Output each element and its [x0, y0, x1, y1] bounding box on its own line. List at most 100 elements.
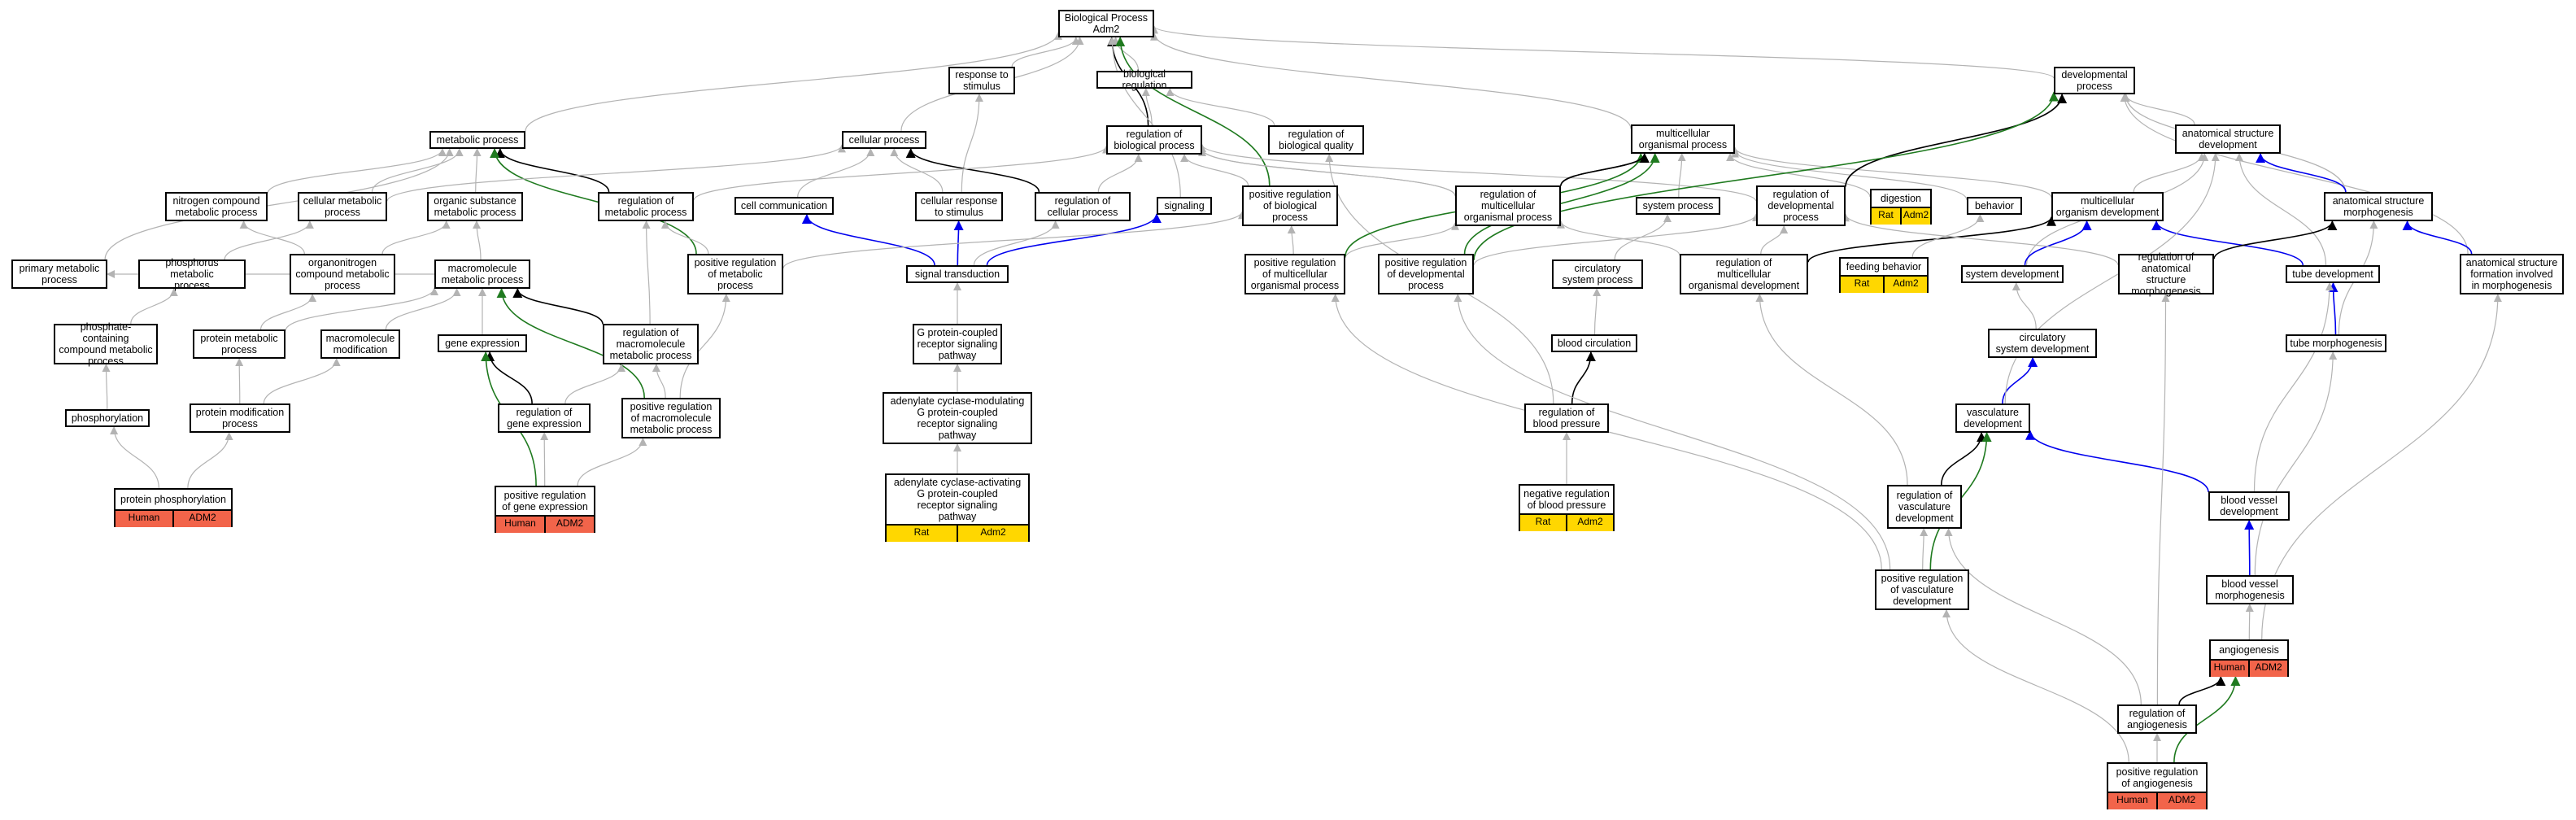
node-regulation-of-cellular-process[interactable]: regulation of cellular process [1035, 192, 1131, 221]
node-label: regulation of anatomical structure morph… [2131, 251, 2201, 297]
node-anatomical-structure-morphogenesis[interactable]: anatomical structure morphogenesis [2324, 192, 2433, 221]
node-positive-regulation-of-metabolic-process[interactable]: positive regulation of metabolic process [687, 254, 783, 294]
node-regulation-of-vasculature-development[interactable]: regulation of vasculature development [1887, 485, 1962, 529]
node-label: vasculature development [1964, 407, 2022, 430]
node-circulatory-system-process[interactable]: circulatory system process [1552, 260, 1643, 289]
edge-part-of [2256, 153, 2347, 193]
node-biological-regulation[interactable]: biological regulation [1096, 68, 1192, 91]
node-signal-transduction[interactable]: signal transduction [906, 265, 1009, 283]
node-label: regulation of cellular process [1047, 195, 1118, 218]
node-regulation-of-biological-process[interactable]: regulation of biological process [1106, 125, 1202, 155]
node-cellular-metabolic-process[interactable]: cellular metabolic process [298, 192, 387, 221]
node-label: circulatory system development [1995, 332, 2090, 355]
node-blood-vessel-development[interactable]: blood vessel development [2208, 491, 2290, 521]
node-cellular-process[interactable]: cellular process [842, 131, 926, 149]
node-tube-morphogenesis[interactable]: tube morphogenesis [2286, 334, 2386, 352]
node-label: negative regulation of blood pressure [1523, 488, 1610, 511]
node-label: phosphate-containing compound metabolic … [59, 321, 153, 367]
node-adenylate-cyclase-activating-gpcr-pathway[interactable]: adenylate cyclase-activating G protein-c… [885, 473, 1030, 542]
node-blood-vessel-morphogenesis[interactable]: blood vessel morphogenesis [2206, 575, 2294, 604]
node-regulation-of-blood-pressure[interactable]: regulation of blood pressure [1524, 403, 1609, 433]
node-vasculature-development[interactable]: vasculature development [1955, 403, 2030, 433]
node-g-protein-coupled-receptor-signaling-pathway[interactable]: G protein-coupled receptor signaling pat… [913, 324, 1002, 364]
node-positive-regulation-of-biological-process[interactable]: positive regulation of biological proces… [1242, 185, 1338, 226]
node-circulatory-system-development[interactable]: circulatory system development [1988, 329, 2097, 358]
node-protein-metabolic-process[interactable]: protein metabolic process [193, 329, 285, 359]
node-biological-process-root[interactable]: Biological Process Adm2 [1058, 10, 1154, 37]
node-label: regulation of biological quality [1279, 129, 1353, 151]
node-label: cellular response to stimulus [920, 195, 998, 218]
node-system-process[interactable]: system process [1636, 197, 1720, 215]
node-phosphorus-metabolic-process[interactable]: phosphorus metabolic process [138, 257, 246, 291]
edge-is-a [1760, 225, 1789, 255]
node-multicellular-organismal-process[interactable]: multicellular organismal process [1631, 124, 1735, 154]
node-organic-substance-metabolic-process[interactable]: organic substance metabolic process [427, 192, 523, 221]
node-anatomical-structure-formation-involved-in-morphogenesis[interactable]: anatomical structure formation involved … [2460, 254, 2564, 294]
node-cell-communication[interactable]: cell communication [734, 197, 834, 215]
node-behavior[interactable]: behavior [1967, 197, 2022, 215]
node-macromolecule-modification[interactable]: macromolecule modification [320, 329, 400, 359]
node-regulation-of-gene-expression[interactable]: regulation of gene expression [498, 403, 591, 433]
edge-part-of [2024, 220, 2092, 266]
node-positive-regulation-of-multicellular-organismal-process[interactable]: positive regulation of multicellular org… [1244, 254, 1345, 294]
node-adenylate-cyclase-modulating-gpcr-pathway[interactable]: adenylate cyclase-modulating G protein-c… [883, 392, 1032, 444]
node-regulation-of-multicellular-organismal-process[interactable]: regulation of multicellular organismal p… [1455, 185, 1561, 226]
node-regulation-of-multicellular-organismal-development[interactable]: regulation of multicellular organismal d… [1680, 254, 1808, 294]
node-blood-circulation[interactable]: blood circulation [1551, 334, 1637, 352]
node-organonitrogen-compound-metabolic-process[interactable]: organonitrogen compound metabolic proces… [290, 254, 395, 294]
node-positive-regulation-of-vasculature-development[interactable]: positive regulation of vasculature devel… [1875, 569, 1969, 610]
node-label: macromolecule modification [325, 333, 395, 355]
node-developmental-process[interactable]: developmental process [2054, 67, 2135, 94]
node-phosphate-containing-compound-metabolic-process[interactable]: phosphate-containing compound metabolic … [54, 321, 158, 367]
node-macromolecule-metabolic-process[interactable]: macromolecule metabolic process [434, 260, 530, 289]
node-system-development[interactable]: system development [1961, 265, 2064, 283]
node-positive-regulation-of-macromolecule-metabolic-process[interactable]: positive regulation of macromolecule met… [621, 398, 721, 438]
edge-is-a [263, 358, 341, 404]
node-signaling[interactable]: signaling [1157, 197, 1212, 215]
edge-is-a [2245, 604, 2254, 640]
node-regulation-of-developmental-process[interactable]: regulation of developmental process [1756, 185, 1846, 226]
node-phosphorylation[interactable]: phosphorylation [65, 409, 150, 427]
annotation-species: Human [116, 511, 172, 527]
node-tube-development[interactable]: tube development [2286, 265, 2380, 283]
node-label: regulation of angiogenesis [2127, 708, 2187, 731]
node-response-to-stimulus[interactable]: response to stimulus [948, 67, 1015, 94]
node-protein-modification-process[interactable]: protein modification process [190, 403, 290, 433]
node-primary-metabolic-process[interactable]: primary metabolic process [11, 260, 107, 289]
annotation-species: Rat [1520, 515, 1566, 531]
edge-is-a [961, 94, 983, 193]
node-label: adenylate cyclase-modulating G protein-c… [890, 395, 1025, 441]
node-metabolic-process[interactable]: metabolic process [429, 131, 525, 149]
annotation-species: Human [2211, 661, 2248, 677]
edge-regulates [1845, 94, 2068, 187]
node-multicellular-organism-development[interactable]: multicellular organism development [2051, 192, 2164, 221]
node-nitrogen-compound-metabolic-process[interactable]: nitrogen compound metabolic process [165, 192, 268, 221]
node-regulation-of-angiogenesis[interactable]: regulation of angiogenesis [2117, 704, 2197, 734]
node-anatomical-structure-development[interactable]: anatomical structure development [2175, 124, 2281, 154]
node-positive-regulation-of-developmental-process[interactable]: positive regulation of developmental pro… [1378, 254, 1474, 294]
node-label: circulatory system process [1562, 263, 1633, 286]
node-regulation-of-anatomical-structure-morphogenesis[interactable]: regulation of anatomical structure morph… [2118, 251, 2214, 297]
annotation-gene: Adm2 [1566, 515, 1613, 531]
node-regulation-of-biological-quality[interactable]: regulation of biological quality [1268, 125, 1364, 155]
node-regulation-of-macromolecule-metabolic-process[interactable]: regulation of macromolecule metabolic pr… [603, 324, 699, 364]
edge-regulates [905, 148, 1040, 193]
node-gene-expression[interactable]: gene expression [438, 334, 527, 352]
edge-is-a [260, 294, 317, 330]
edge-is-a [1473, 213, 1760, 266]
node-label: organic substance metabolic process [434, 195, 517, 218]
node-label: regulation of gene expression [507, 407, 582, 430]
edge-is-a [577, 438, 647, 486]
node-cellular-response-to-stimulus[interactable]: cellular response to stimulus [915, 192, 1003, 221]
edge-is-a [1011, 37, 1080, 68]
node-regulation-of-metabolic-process[interactable]: regulation of metabolic process [598, 192, 694, 221]
edge-regulates [2213, 220, 2338, 260]
edge-regulates [2178, 676, 2226, 705]
